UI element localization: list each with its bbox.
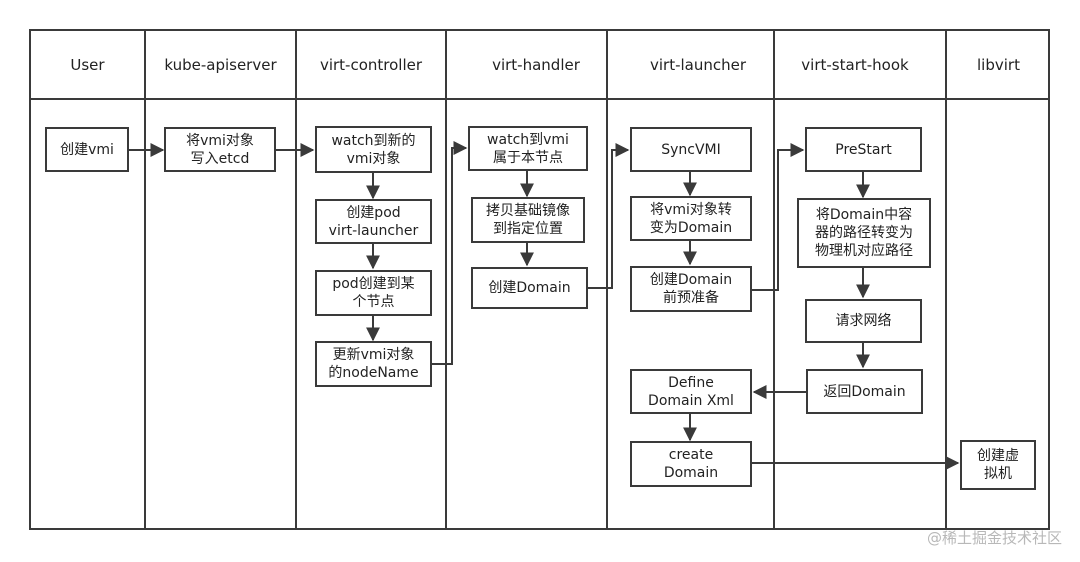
arrow-controller-to-handler [432,141,468,365]
box-pod-to-node: pod创建到某 个节点 [315,270,432,316]
box-copy-image: 拷贝基础镜像 到指定位置 [471,197,585,243]
lane-separator [606,29,608,530]
box-request-network: 请求网络 [805,299,922,343]
lane-title-virt-controller: virt-controller [319,56,423,74]
lane-title-virt-start-hook: virt-start-hook [801,56,909,74]
box-convert-to-domain: 将vmi对象转 变为Domain [630,196,752,241]
box-create-domain: 创建Domain [471,267,588,309]
arrow-handler-to-launcher [588,143,630,289]
box-create-domain-libvirt: create Domain [630,441,752,487]
lane-separator [773,29,775,530]
box-prepare-domain: 创建Domain 前预准备 [630,266,752,312]
box-define-domain-xml: Define Domain Xml [630,369,752,414]
arrow-launcher-to-hook [752,143,805,291]
box-write-etcd: 将vmi对象 写入etcd [164,127,276,172]
box-create-vmi: 创建vmi [45,127,129,172]
lane-title-kube-apiserver: kube-apiserver [164,56,277,74]
lane-title-virt-handler: virt-handler [492,56,580,74]
box-watch-vmi-node: watch到vmi 属于本节点 [468,126,588,171]
lane-separator [144,29,146,530]
watermark: @稀土掘金技术社区 [926,529,1062,547]
box-prestart: PreStart [805,127,922,172]
box-return-domain: 返回Domain [806,369,923,414]
header-separator [29,98,1050,100]
lane-separator [445,29,447,530]
box-create-pod: 创建pod virt-launcher [315,199,432,244]
lane-title-libvirt: libvirt [977,56,1020,74]
lane-title-virt-launcher: virt-launcher [649,56,747,74]
diagram-frame [29,29,1050,530]
box-convert-container-path: 将Domain中容 器的路径转变为 物理机对应路径 [797,198,931,268]
box-syncvmi: SyncVMI [630,127,752,172]
box-update-nodename: 更新vmi对象 的nodeName [315,341,432,387]
box-watch-new-vmi: watch到新的 vmi对象 [315,126,432,173]
lane-separator [295,29,297,530]
lane-separator [945,29,947,530]
box-create-vm: 创建虚 拟机 [960,440,1036,490]
lane-title-user: User [70,56,105,74]
